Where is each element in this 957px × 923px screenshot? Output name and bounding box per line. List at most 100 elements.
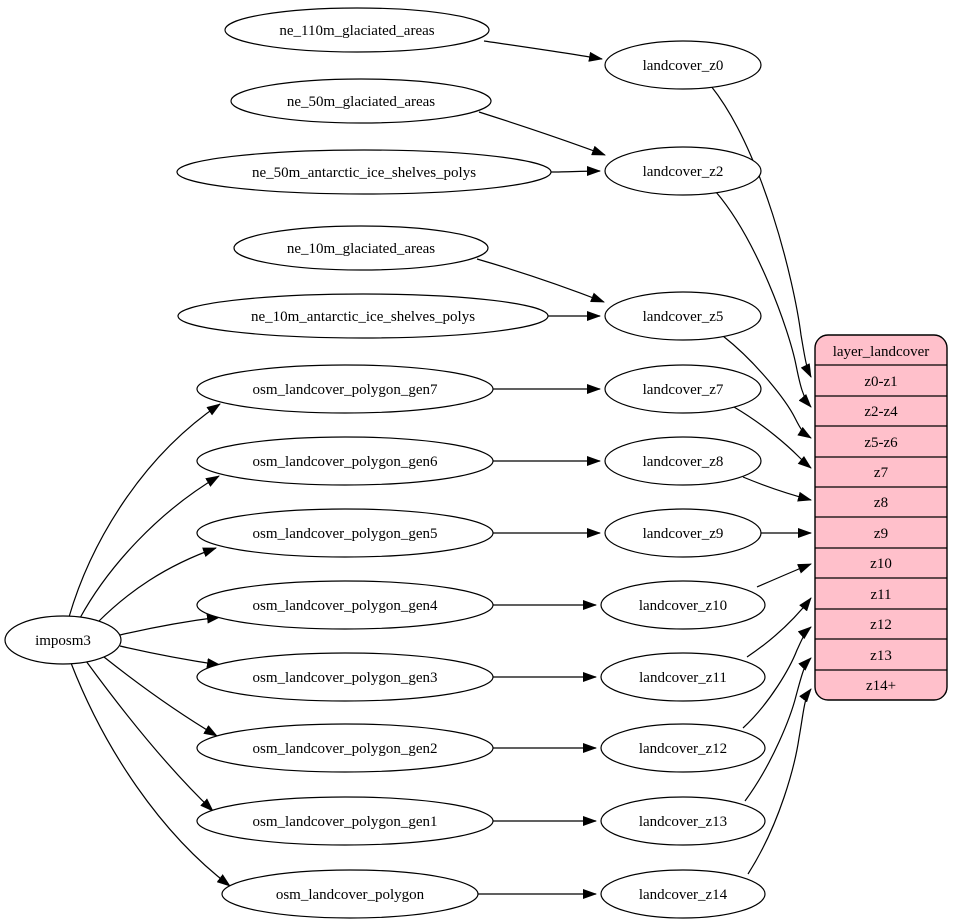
edge-imposm3-to-gen5 (97, 547, 217, 623)
node-ne-10m-glaciated-areas: ne_10m_glaciated_areas (233, 225, 489, 271)
node-ellipse (196, 364, 494, 414)
node-ne-10m-antarctic-ice-shelves-polys: ne_10m_antarctic_ice_shelves_polys (177, 293, 549, 339)
node-ellipse (224, 7, 490, 53)
node-osm-landcover-polygon: osm_landcover_polygon (221, 869, 479, 919)
edge-z5-to-row-z5-z6 (722, 335, 812, 439)
node-label: osm_landcover_polygon_gen3 (253, 670, 438, 686)
node-ellipse (600, 869, 766, 919)
edge-imposm3-to-gen1 (85, 660, 214, 812)
table-row-label: z2-z4 (864, 404, 898, 420)
node-ellipse (196, 796, 494, 846)
node-landcover-z10: landcover_z10 (600, 580, 766, 630)
edge-imposm3-to-gen2 (103, 656, 218, 737)
edge-imposm3-to-gen6 (79, 475, 220, 619)
node-ellipse (233, 225, 489, 271)
node-ellipse (196, 723, 494, 773)
node-ellipse (600, 652, 766, 702)
node-ellipse (196, 580, 494, 630)
node-ellipse (600, 723, 766, 773)
node-ellipse (196, 652, 494, 702)
node-landcover-z8: landcover_z8 (604, 436, 762, 486)
node-osm-landcover-polygon-gen7: osm_landcover_polygon_gen7 (196, 364, 494, 414)
node-label: imposm3 (35, 633, 91, 649)
node-label: landcover_z12 (639, 741, 727, 757)
node-ne-50m-antarctic-ice-shelves-polys: ne_50m_antarctic_ice_shelves_polys (176, 149, 552, 195)
node-label: osm_landcover_polygon_gen7 (253, 382, 438, 398)
edge-imposm3-to-gen7 (68, 403, 221, 618)
edge-z7-to-row-z7 (733, 406, 812, 469)
edge-z0-to-row-z0-z1 (710, 85, 812, 378)
node-landcover-z9: landcover_z9 (604, 508, 762, 558)
node-landcover-z2: landcover_z2 (604, 146, 762, 196)
node-osm-landcover-polygon-gen3: osm_landcover_polygon_gen3 (196, 652, 494, 702)
edge-ne10m-glaciated-to-z5 (476, 258, 605, 303)
node-label: landcover_z11 (639, 670, 727, 686)
edge-ne50m-antarctic-to-z2 (550, 166, 601, 177)
node-osm-landcover-polygon-gen5: osm_landcover_polygon_gen5 (196, 508, 494, 558)
table-layer-landcover: layer_landcover z0-z1 z2-z4 z5-z6 z7 z8 … (814, 334, 948, 701)
node-osm-landcover-polygon-gen2: osm_landcover_polygon_gen2 (196, 723, 494, 773)
table-row-label: z5-z6 (864, 435, 898, 451)
edges-imposm3-to-osm (68, 403, 231, 887)
node-ellipse (600, 580, 766, 630)
node-ne-110m-glaciated-areas: ne_110m_glaciated_areas (224, 7, 490, 53)
table-row-label: z9 (874, 526, 888, 542)
node-ellipse (176, 149, 552, 195)
node-label: landcover_z9 (643, 526, 724, 542)
node-label: landcover_z10 (639, 598, 727, 614)
node-label: landcover_z5 (643, 309, 724, 325)
node-ellipse (600, 796, 766, 846)
node-ellipse (196, 436, 494, 486)
table-row-label: z0-z1 (864, 374, 897, 390)
node-ellipse (4, 615, 122, 665)
node-landcover-z0: landcover_z0 (604, 40, 762, 90)
node-label: landcover_z14 (639, 887, 728, 903)
node-label: ne_50m_antarctic_ice_shelves_polys (252, 165, 476, 181)
edge-ne50m-glaciated-to-z2 (478, 111, 606, 156)
edge-ne110m-to-z0 (483, 40, 603, 62)
node-landcover-z11: landcover_z11 (600, 652, 766, 702)
node-ne-50m-glaciated-areas: ne_50m_glaciated_areas (230, 78, 492, 124)
node-ellipse (604, 508, 762, 558)
node-ellipse (604, 40, 762, 90)
table-row-label: z10 (870, 556, 892, 572)
node-osm-landcover-polygon-gen4: osm_landcover_polygon_gen4 (196, 580, 494, 630)
node-label: osm_landcover_polygon_gen1 (253, 814, 438, 830)
node-ellipse (604, 146, 762, 196)
node-label: ne_110m_glaciated_areas (279, 23, 434, 39)
table-title: layer_landcover (833, 344, 930, 360)
node-label: osm_landcover_polygon_gen5 (253, 526, 438, 542)
table-row-label: z12 (870, 617, 892, 633)
node-landcover-z12: landcover_z12 (600, 723, 766, 773)
node-imposm3: imposm3 (4, 615, 122, 665)
table-row-label: z8 (874, 495, 888, 511)
node-ellipse (196, 508, 494, 558)
edge-z14-to-row-z14plus (747, 688, 812, 875)
node-label: osm_landcover_polygon_gen6 (253, 454, 438, 470)
edges-landcover-to-table (710, 85, 812, 875)
edge-z8-to-row-z8 (742, 476, 812, 502)
node-label: ne_10m_glaciated_areas (287, 241, 435, 257)
node-ellipse (177, 293, 549, 339)
node-osm-landcover-polygon-gen6: osm_landcover_polygon_gen6 (196, 436, 494, 486)
node-label: landcover_z2 (643, 164, 724, 180)
table-row-label: z14+ (866, 678, 896, 694)
node-osm-landcover-polygon-gen1: osm_landcover_polygon_gen1 (196, 796, 494, 846)
landcover-nodes: landcover_z0 landcover_z2 landcover_z5 l… (600, 40, 766, 919)
node-ellipse (221, 869, 479, 919)
table-row-label: z13 (870, 648, 892, 664)
edge-z10-to-row-z10 (756, 563, 812, 588)
node-landcover-z7: landcover_z7 (604, 364, 762, 414)
node-label: osm_landcover_polygon_gen2 (253, 741, 438, 757)
table-row-label: z7 (874, 465, 889, 481)
node-label: landcover_z0 (643, 58, 724, 74)
edge-imposm3-to-polygon (70, 662, 231, 887)
node-label: landcover_z7 (643, 382, 724, 398)
node-ellipse (604, 436, 762, 486)
node-ellipse (230, 78, 492, 124)
node-landcover-z14: landcover_z14 (600, 869, 766, 919)
edge-z13-to-row-z13 (744, 657, 812, 802)
table-row-label: z11 (870, 587, 891, 603)
